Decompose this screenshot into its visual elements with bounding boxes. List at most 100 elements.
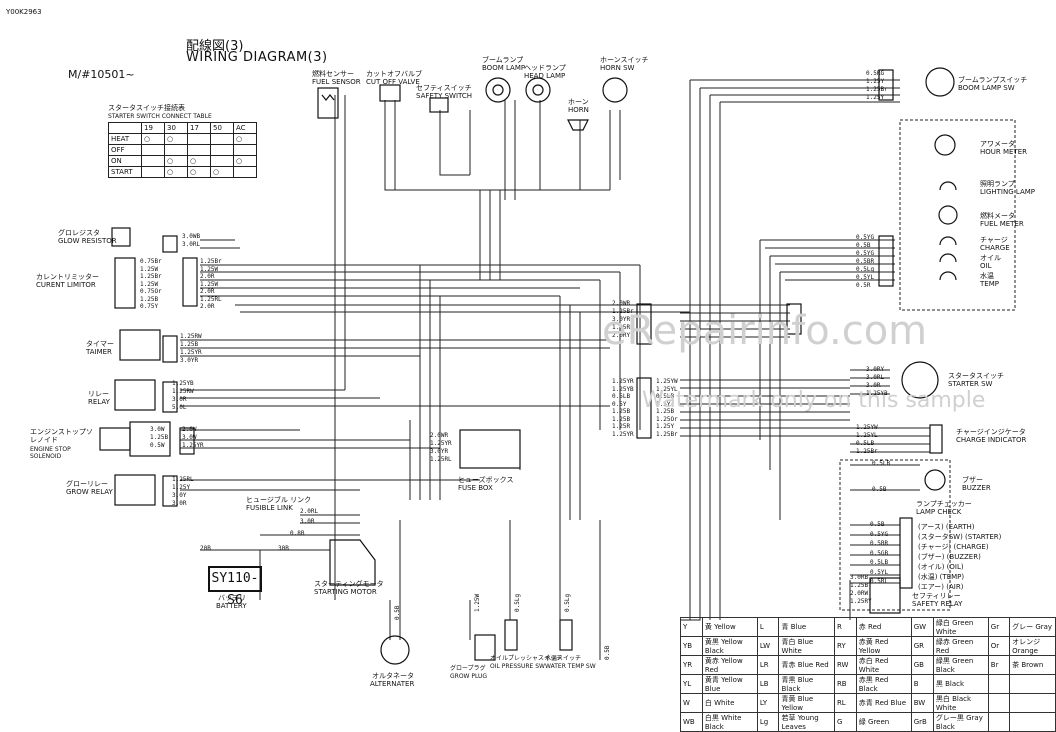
wire-label: 1.25Y (866, 94, 885, 101)
legend-color: 赤 Red (855, 617, 912, 637)
wire-label: 2.0R (200, 288, 215, 295)
legend-color (1009, 674, 1056, 694)
watermark-sub: Watermark only on this sample (642, 388, 986, 413)
legend-code: LB (756, 674, 780, 694)
center-block-labels: 1.25YR 1.25YB 0.5LB 0.5Y 1.25B 1.25B 1.2… (612, 378, 634, 438)
legend-code: YB (680, 636, 703, 656)
wire-label: 3.0W (150, 426, 165, 433)
timer-en: TAIMER (86, 348, 112, 356)
wire-label: 3.0YR (430, 448, 449, 455)
wire-label: 0.5B (604, 645, 611, 660)
wire-label: 1.25Br (656, 430, 678, 438)
fuse-box-jp: ヒューズボックス (458, 476, 514, 484)
wire-label: 0.5RL (870, 578, 889, 585)
wire-label: 1.25B (612, 415, 631, 423)
lamp-check-item: (アース) (EARTH) (918, 523, 975, 531)
fuse-box-en: FUSE BOX (458, 484, 493, 492)
starting-motor-en: STARTING MOTOR (314, 588, 377, 596)
wire-label: 0.5LB (870, 559, 889, 566)
wire-label: 0.5LB (872, 460, 891, 467)
safety-switch-en: SAFETY SWITCH (416, 92, 473, 100)
wire-label: 1.25RY (850, 598, 872, 605)
wire-label: 0.5LB (612, 393, 631, 400)
legend-code: BW (910, 693, 934, 713)
wire-label: 1.25B (850, 582, 869, 589)
lamp-check-item: (ブザー) (BUZZER) (918, 553, 981, 561)
wire-label: 1.25B (656, 408, 675, 415)
battery-box: SY110-S6 (208, 566, 262, 608)
cut-off-valve-en: CUT OFF VALVE (366, 78, 420, 86)
current-limitor-jp: カレントリミッター (36, 273, 99, 281)
battery-model: SY110-S6 (211, 571, 259, 608)
legend-code (987, 674, 1011, 694)
cut-off-valve-jp: カットオフバルブ (366, 70, 422, 78)
wire-label: 1.25Br (856, 448, 878, 455)
legend-color: グレー Gray (1009, 617, 1056, 637)
connect-table-title-jp: スタータスイッチ接続表 (108, 104, 185, 112)
center-block-labels-r: 1.25YW 1.25YL 0.5LB 0.5Y 1.25B 1.25Or 1.… (656, 378, 678, 438)
legend-code: R (833, 617, 857, 637)
lamp-check-item: (オイル) (OIL) (918, 563, 964, 571)
wire-label: 3.0R (172, 500, 187, 507)
wire-label: 1.25YR (612, 378, 634, 385)
wire-label: 0.5YG (856, 250, 875, 257)
wire-label: 1.25W (200, 265, 219, 273)
legend-color: 黒白 Black White (932, 693, 989, 713)
fuse-right-labels: 2.0WR 1.25Br 3.0YR 1.25RL 2.0RY (612, 300, 634, 340)
wire-label: 1.25Br (612, 308, 634, 315)
charge-indicator-en: CHARGE INDICATOR (956, 436, 1027, 444)
lamp-check-wire-labels: 0.5B 0.5YG 0.5BR 0.5GB 0.5LB 0.5YL 0.5RL (870, 520, 888, 587)
wire-label: 1.25B (180, 341, 199, 348)
row-start: START (108, 166, 142, 178)
legend-code: Y (680, 617, 703, 637)
watermark: eRepairinfo.com (602, 308, 928, 354)
wire-label: 1.25YR (430, 440, 452, 447)
wire-label: 1.25RW (180, 333, 202, 340)
grow-relay-jp: グローリレー (66, 480, 108, 488)
battery-en: BATTERY (216, 602, 247, 610)
legend-code: RB (833, 674, 857, 694)
doc-code: Y00K2963 (6, 8, 42, 16)
glow-resistor-jp: グロレジスタ (58, 229, 100, 237)
title-jp: 配線図(3) (186, 39, 244, 54)
wire-label: 0.5B (872, 486, 887, 493)
boom-lamp-sw-jp: ブームランプスイッチ (958, 76, 1028, 84)
wire-label: 1.25Or (656, 415, 678, 423)
wire-label: 3.0W (182, 434, 197, 441)
relay-jp: リレー (88, 390, 109, 398)
legend-color: 青赤 Blue Red (778, 655, 835, 675)
wire-label: 0.5Lg (564, 593, 571, 612)
charge-indicator-jp: チャージインジケータ (956, 428, 1026, 436)
wire-label: 0.5B (870, 521, 885, 528)
wire-label: 0.5Y (612, 400, 627, 408)
wire-label: 2.0W (182, 426, 197, 433)
row-on: ON (108, 155, 142, 167)
legend-color: 赤青 Red Blue (855, 693, 912, 713)
wire-label: 1.25YR (180, 349, 202, 356)
wire-label: 0.5R (856, 282, 871, 289)
wire-label: 1.25RW (172, 388, 194, 395)
legend-code: Br (987, 655, 1011, 675)
wire-label: 2.0RL (300, 508, 319, 515)
wire-label: 3.0R (172, 396, 187, 403)
temp-jp: 水温 (980, 272, 994, 280)
charge-jp: チャージ (980, 236, 1008, 244)
meter-wire-labels: 0.5YG 0.5B 0.5YG 0.5BR 0.5Lg 0.5YL 0.5R (856, 234, 874, 290)
glow-plug-en: GROW PLUG (450, 673, 488, 680)
wire-label: 3.0YR (180, 357, 199, 364)
wire-label: 2.0R (200, 303, 215, 310)
wire-label: 0.5BR (870, 540, 889, 547)
hour-meter-jp: アワメータ (980, 140, 1015, 148)
wire-label: 1.25Br (866, 86, 888, 93)
wire-label: 0.75Br (140, 258, 162, 265)
col-17: 17 (187, 122, 211, 134)
wire-label: 3.0R (866, 382, 881, 389)
legend-code: L (756, 617, 780, 637)
timer-labels: 1.25RW 1.25B 1.25YR 3.0YR (180, 333, 202, 365)
head-lamp-en: HEAD LAMP (524, 72, 566, 80)
wire-label: 3.0WB (182, 233, 201, 240)
wire-label: 0.5LB (856, 440, 875, 447)
connect-table-title-en: STARTER SWITCH CONNECT TABLE (108, 113, 212, 120)
relay-labels: 1.25YB 1.25RW 3.0R 5.0L (172, 380, 194, 412)
